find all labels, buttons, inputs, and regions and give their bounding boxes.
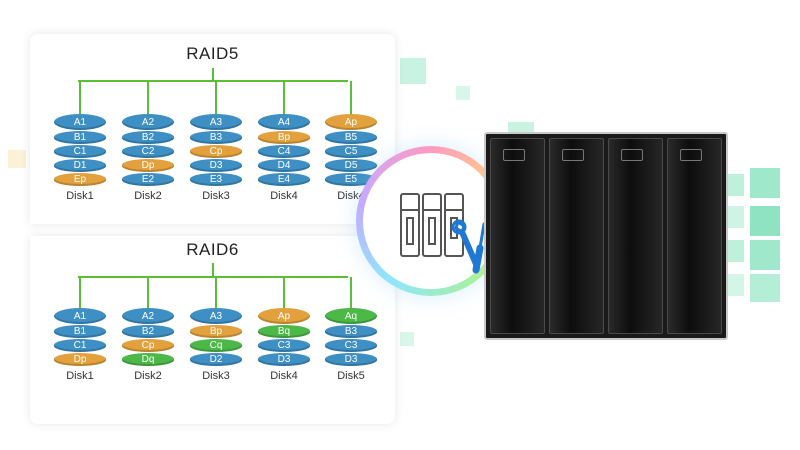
raid6-disk-connector [147, 277, 149, 309]
disk-label: Disk4 [270, 190, 298, 202]
disk-block: Bp [190, 325, 242, 338]
disk-block: B1 [54, 131, 106, 144]
disk-block: A3 [190, 114, 242, 130]
decor-square [750, 274, 780, 302]
disk-block: C4 [258, 145, 310, 158]
decor-square [750, 168, 780, 198]
raid6-disk-connector [215, 277, 217, 309]
disk-block: Dp [54, 353, 106, 366]
upgrade-circle [356, 146, 506, 296]
disk-block: B1 [54, 325, 106, 338]
raid6-disk-connector [350, 277, 352, 309]
disk-block: Cp [122, 339, 174, 352]
disk-block: D3 [258, 353, 310, 366]
disk-block: A3 [190, 308, 242, 324]
nas-server-icon [484, 132, 728, 340]
disk-label: Disk4 [337, 190, 365, 202]
disk-block: E4 [258, 173, 310, 186]
disk-block: A2 [122, 114, 174, 130]
disk-block: Dp [122, 159, 174, 172]
disk-label: Disk5 [337, 370, 365, 382]
disk-block: Dq [122, 353, 174, 366]
disk-block: Aq [325, 308, 377, 324]
disk-block: B5 [325, 131, 377, 144]
disk-label: Disk2 [134, 370, 162, 382]
decor-square [400, 58, 426, 84]
raid5-bus-line [78, 80, 348, 82]
disk-block: A4 [258, 114, 310, 130]
drive-bay [549, 138, 604, 334]
disk-block: Ep [54, 173, 106, 186]
decor-square [8, 150, 26, 168]
disk-label: Disk3 [202, 370, 230, 382]
disk-block: E2 [122, 173, 174, 186]
raid5-disk-connector [215, 81, 217, 115]
disk-block: C1 [54, 339, 106, 352]
decor-square [750, 206, 780, 236]
disk-label: Disk3 [202, 190, 230, 202]
disk-label: Disk4 [270, 370, 298, 382]
disk-block: C1 [54, 145, 106, 158]
disk-block: D3 [325, 353, 377, 366]
drive-bay [490, 138, 545, 334]
raid5-title: RAID5 [186, 44, 239, 63]
raid6-disk-connector [283, 277, 285, 309]
raid5-bus-stem [212, 68, 214, 81]
disk-block: Bq [258, 325, 310, 338]
disk-block: A1 [54, 308, 106, 324]
decor-square [750, 240, 780, 270]
disk-block: C2 [122, 145, 174, 158]
disk-block: D1 [54, 159, 106, 172]
disk-block: D4 [258, 159, 310, 172]
disk-label: Disk2 [134, 190, 162, 202]
disk-block: Cp [190, 145, 242, 158]
disk-block: Ap [258, 308, 310, 324]
disk-block: C3 [325, 339, 377, 352]
raid6-bus-stem [212, 263, 214, 277]
disk-block: B2 [122, 325, 174, 338]
drive-bay [608, 138, 663, 334]
disk-label: Disk1 [66, 190, 94, 202]
disk-block: B3 [325, 325, 377, 338]
disk-block: E5 [325, 173, 377, 186]
raid5-disk-connector [350, 81, 352, 115]
disk-block: Cq [190, 339, 242, 352]
disk-block: C5 [325, 145, 377, 158]
decor-square [456, 86, 470, 100]
raid5-disk-connector [147, 81, 149, 115]
raid5-disk-connector [283, 81, 285, 115]
disk-block: D2 [190, 353, 242, 366]
decor-square [400, 332, 414, 346]
disk-block: B2 [122, 131, 174, 144]
disk-block: A2 [122, 308, 174, 324]
disk-block: E3 [190, 173, 242, 186]
disk-block: B3 [190, 131, 242, 144]
disk-block: A1 [54, 114, 106, 130]
raid5-disk-connector [79, 81, 81, 115]
disk-block: Ap [325, 114, 377, 130]
raid6-bus-line [78, 276, 348, 278]
disk-block: D5 [325, 159, 377, 172]
disk-block: Bp [258, 131, 310, 144]
raid6-disk-connector [79, 277, 81, 309]
drive-bay [667, 138, 722, 334]
disk-label: Disk1 [66, 370, 94, 382]
disk-block: D3 [190, 159, 242, 172]
wrench-screwdriver-icon [451, 219, 486, 274]
disk-block: C3 [258, 339, 310, 352]
raid6-title: RAID6 [186, 240, 239, 259]
